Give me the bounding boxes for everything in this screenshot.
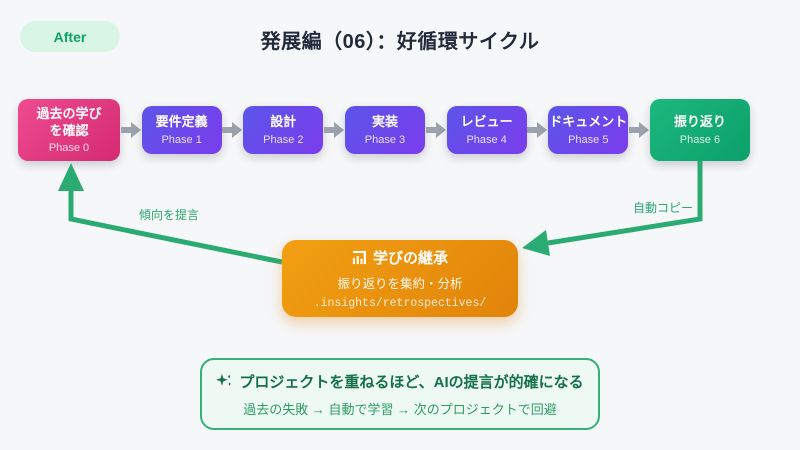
- hub-subtitle: 振り返りを集約・分析: [337, 277, 463, 291]
- phase-subtitle: Phase 6: [679, 133, 721, 146]
- phase-box-2: 設計 Phase 2: [243, 106, 324, 154]
- phase-box-4: レビュー Phase 4: [446, 106, 527, 154]
- arrow-left-icon: [522, 230, 550, 256]
- hub-title: 学びの継承: [372, 250, 448, 267]
- phase-title: 振り返り: [673, 114, 726, 130]
- callout-headline: プロジェクトを重ねるほど、AIの提言が的確になる: [239, 373, 584, 391]
- callout-detail: 過去の失敗 → 自動で学習 → 次のプロジェクトで回避: [243, 401, 557, 417]
- learning-hub-box: 学びの継承 振り返りを集約・分析 .insights/retrospective…: [282, 240, 518, 317]
- feedback-connector-line: [68, 190, 283, 265]
- after-badge: After: [20, 21, 120, 52]
- arrow-right-icon: [527, 122, 548, 138]
- phase-box-6: 振り返り Phase 6: [649, 99, 750, 161]
- library-icon: [352, 250, 366, 265]
- arrow-right-icon: [222, 122, 243, 138]
- phase-box-1: 要件定義 Phase 1: [141, 106, 222, 154]
- phase-title: 実装: [371, 114, 398, 130]
- hub-directory-path: .insights/retrospectives/: [313, 297, 487, 310]
- sparkles-icon: [216, 373, 231, 386]
- arrow-right-icon: [324, 122, 345, 138]
- phase-title: 要件定義: [155, 114, 208, 130]
- phase-box-0: 過去の学び を確認 Phase 0: [18, 99, 120, 161]
- benefit-callout-box: プロジェクトを重ねるほど、AIの提言が的確になる 過去の失敗 → 自動で学習 →…: [200, 358, 600, 430]
- arrow-right-icon: [425, 122, 446, 138]
- feedback-label: 傾向を提言: [139, 208, 200, 222]
- arrow-right-icon: [629, 122, 650, 138]
- phase-subtitle: Phase 2: [263, 133, 304, 146]
- phase-flow-row: 過去の学び を確認 Phase 0 要件定義 Phase 1 設計 Phase 2 実装 Ph…: [18, 99, 750, 161]
- phase-title: ドキュメント: [549, 114, 628, 130]
- phase-subtitle: Phase 0: [48, 141, 90, 154]
- hub-title-row: 学びの継承: [352, 247, 448, 268]
- arrow-up-icon: [58, 163, 84, 191]
- phase-subtitle: Phase 5: [568, 133, 609, 146]
- phase-title: 設計: [270, 114, 297, 130]
- phase-box-5: ドキュメント Phase 5: [548, 106, 629, 154]
- phase-box-3: 実装 Phase 3: [344, 106, 425, 154]
- arrow-right-icon: [120, 122, 141, 138]
- phase-title: レビュー: [460, 114, 513, 130]
- after-badge-label: After: [53, 28, 87, 45]
- page-title: 発展編（06）：好循環サイクル: [260, 31, 540, 53]
- phase-subtitle: Phase 4: [466, 133, 507, 146]
- phase-subtitle: Phase 1: [161, 133, 202, 146]
- autocopy-label: 自動コピー: [633, 201, 694, 215]
- phase-title: 過去の学び を確認: [36, 106, 102, 138]
- callout-headline-row: プロジェクトを重ねるほど、AIの提言が的確になる: [216, 371, 584, 392]
- phase-subtitle: Phase 3: [364, 133, 406, 146]
